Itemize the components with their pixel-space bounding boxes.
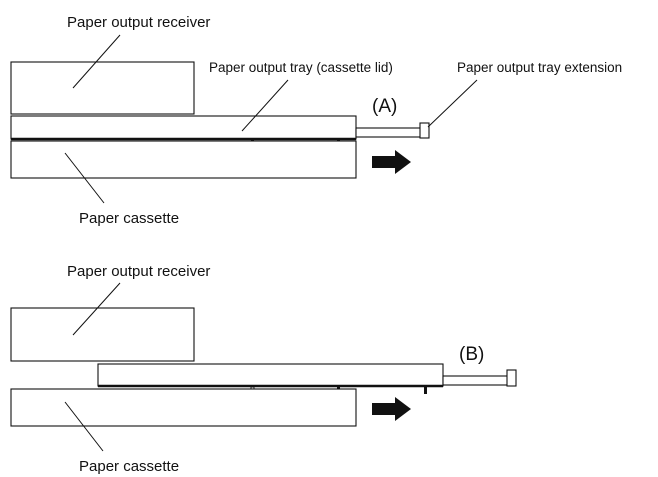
- tray-extension-stopper-a: [419, 122, 430, 139]
- position-b-label: (B): [459, 344, 484, 365]
- tray-extension-stopper-b: [506, 369, 517, 387]
- right-arrow-icon: [372, 397, 411, 421]
- diagram-a: Paper output receiver Paper output tray …: [10, 14, 622, 227]
- paper-cassette-label-b: Paper cassette: [79, 458, 179, 475]
- cassette-leader-line-a: [64, 152, 105, 204]
- paper-output-tray-label-a: Paper output tray (cassette lid): [209, 60, 393, 75]
- tray-leader-line-a: [241, 79, 289, 132]
- paper-cassette-box-b: [10, 388, 357, 427]
- paper-output-tray-box-b: [97, 363, 444, 387]
- paper-output-receiver-label-a: Paper output receiver: [67, 14, 210, 31]
- paper-cassette-box-a: [10, 140, 357, 179]
- position-a-label: (A): [372, 96, 397, 117]
- paper-output-receiver-box-b: [10, 307, 195, 362]
- tray-extension-label-a: Paper output tray extension: [457, 60, 622, 75]
- receiver-leader-line-a: [72, 34, 121, 89]
- diagram-b: Paper output receiver (B) Paper cassette: [10, 263, 517, 475]
- tray-tab-2-b: [424, 387, 427, 394]
- paper-output-tray-box-a: [10, 115, 357, 140]
- extension-leader-line-a: [427, 79, 478, 128]
- paper-output-receiver-box-a: [10, 61, 195, 115]
- cassette-leader-line-b: [64, 401, 104, 452]
- paper-output-receiver-label-b: Paper output receiver: [67, 263, 210, 280]
- tray-extension-bar-a: [355, 127, 423, 138]
- right-arrow-icon: [372, 150, 411, 174]
- receiver-leader-line-b: [72, 282, 121, 336]
- tray-extension-bar-b: [442, 375, 510, 386]
- paper-cassette-label-a: Paper cassette: [79, 210, 179, 227]
